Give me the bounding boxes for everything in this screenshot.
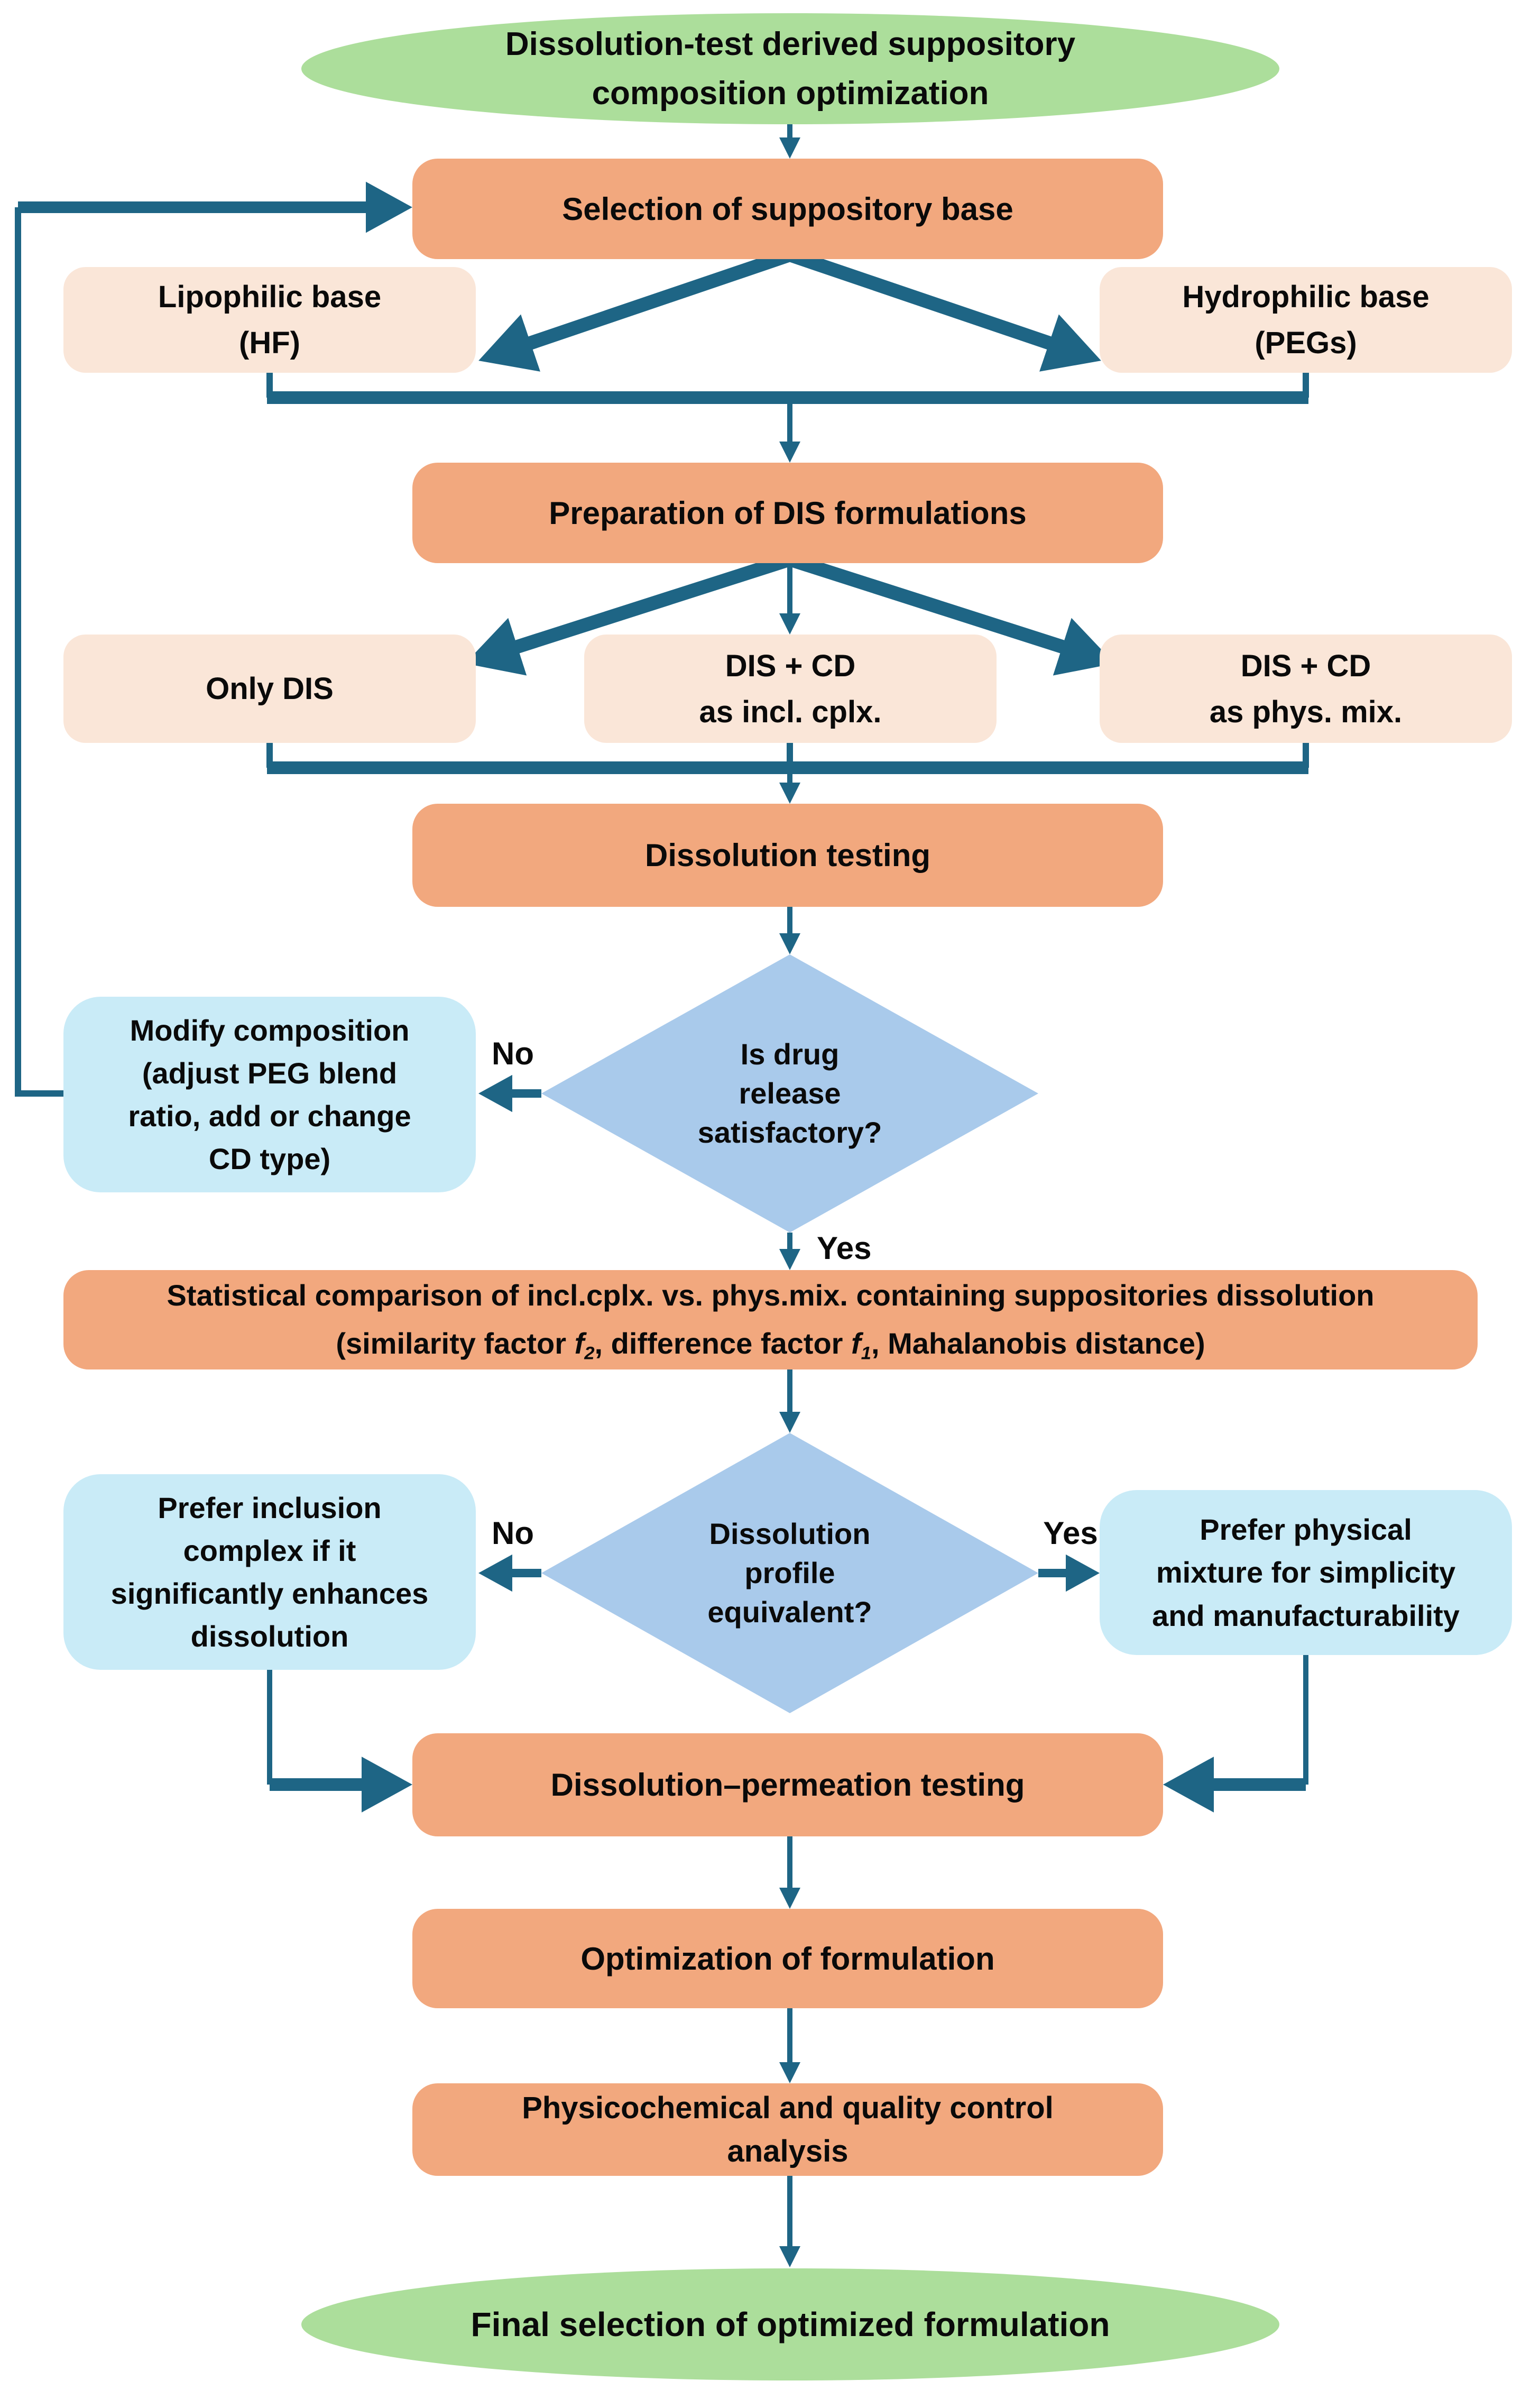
dissolution-permeation-box: Dissolution–permeation testing [412, 1733, 1163, 1836]
selection-process-box: Selection of suppository base [412, 159, 1163, 259]
preparation-process-box: Preparation of DIS formulations [412, 463, 1163, 563]
lipophilic-base-box: Lipophilic base (HF) [63, 267, 476, 373]
decision2-label: Dissolution profile equivalent? [707, 1517, 872, 1629]
statistical-comparison-box: Statistical comparison of incl.cplx. vs.… [63, 1270, 1478, 1369]
only-dis-box: Only DIS [63, 635, 476, 743]
modify-composition-box: Modify composition (adjust PEG blend rat… [63, 997, 476, 1192]
final-terminal: Final selection of optimized formulation [301, 2268, 1279, 2380]
quality-control-box: Physicochemical and quality control anal… [412, 2083, 1163, 2176]
dis-cd-incl-cplx-box: DIS + CD as incl. cplx. [584, 635, 997, 743]
start-terminal: Dissolution-test derived suppository com… [301, 13, 1279, 124]
decision1-yes-label: Yes [817, 1230, 872, 1266]
prefer-inclusion-box: Prefer inclusion complex if it significa… [63, 1474, 476, 1670]
optimization-box: Optimization of formulation [412, 1909, 1163, 2008]
decision1-label: Is drug release satisfactory? [697, 1037, 882, 1149]
hydrophilic-base-box: Hydrophilic base (PEGs) [1100, 267, 1512, 373]
decision1-no-label: No [492, 1036, 534, 1071]
decision2-no-label: No [492, 1515, 534, 1551]
decision2-yes-label: Yes [1043, 1515, 1098, 1551]
statistical-line1: Statistical comparison of incl.cplx. vs.… [167, 1278, 1375, 1312]
dissolution-testing-box: Dissolution testing [412, 804, 1163, 907]
dis-cd-phys-mix-box: DIS + CD as phys. mix. [1100, 635, 1512, 743]
statistical-line2: (similarity factor f2, difference factor… [336, 1326, 1205, 1363]
prefer-physical-box: Prefer physical mixture for simplicity a… [1100, 1490, 1512, 1655]
